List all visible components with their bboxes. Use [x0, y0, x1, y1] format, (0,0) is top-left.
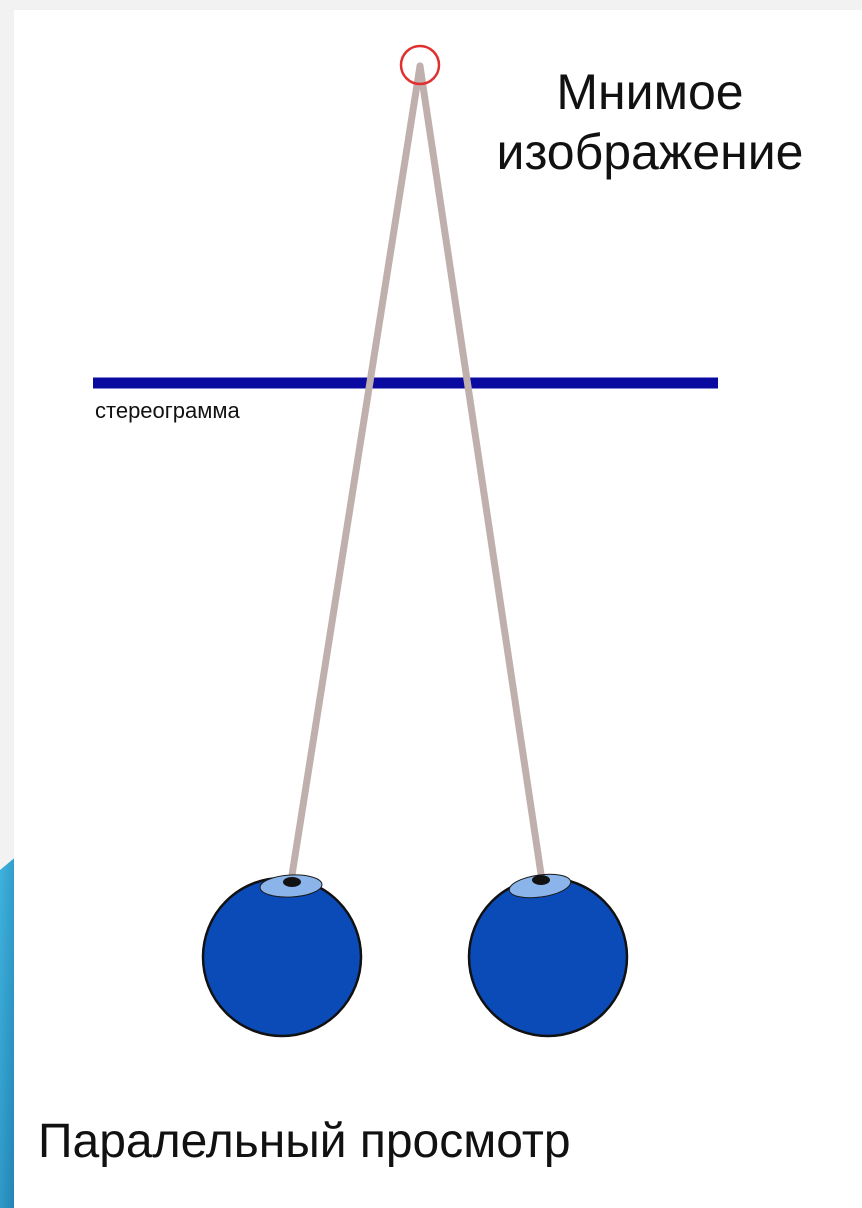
- left-edge-accent: [0, 855, 18, 1208]
- diagram-caption: Паралельный просмотр: [38, 1115, 571, 1168]
- left-pupil: [283, 877, 301, 887]
- right-eye: [467, 873, 629, 1038]
- left-eye: [201, 874, 363, 1038]
- right-eyeball: [467, 876, 629, 1038]
- virtual-image-label-line1: Мнимое: [556, 64, 744, 120]
- left-sight-line: [288, 62, 424, 879]
- right-pupil: [532, 875, 550, 885]
- stereogram-label: стереограмма: [95, 398, 240, 423]
- virtual-image-label-line2: изображение: [496, 124, 804, 180]
- virtual-image-label: Мнимое изображение: [455, 62, 845, 182]
- right-sight-line: [416, 62, 545, 878]
- right-iris: [508, 873, 572, 899]
- virtual-image-point: [399, 44, 441, 86]
- left-eyeball: [201, 876, 363, 1038]
